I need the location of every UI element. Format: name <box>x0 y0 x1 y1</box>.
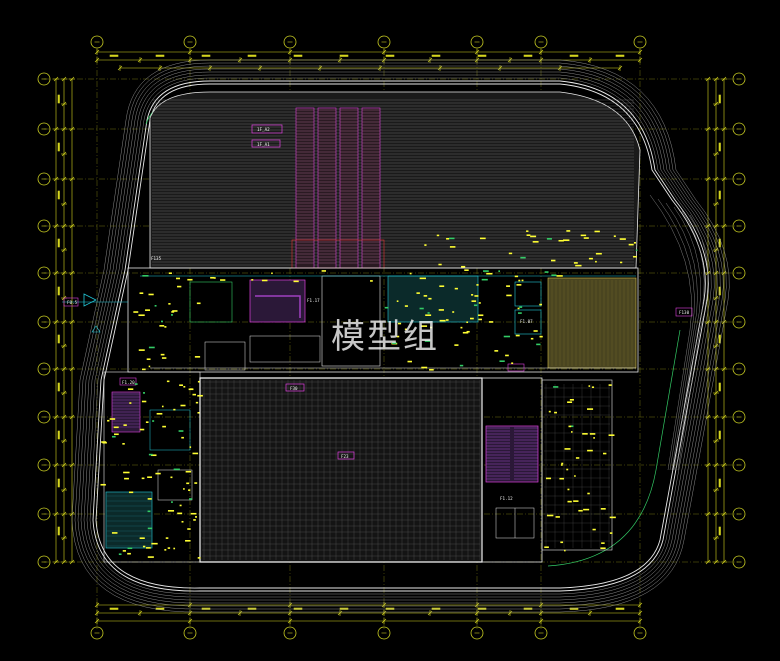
axis-bubble <box>90 626 104 640</box>
axis-bubble <box>37 315 51 329</box>
axis-bubble <box>37 362 51 376</box>
axis-bubble <box>37 172 51 186</box>
room-label-core-left: F1.17 <box>307 298 320 303</box>
axis-bubble <box>90 35 104 49</box>
stair-core-right <box>485 425 539 483</box>
axis-bubble <box>732 458 746 472</box>
axis-bubble <box>470 35 484 49</box>
room-label-right-east: F130 <box>679 310 690 315</box>
axis-bubble <box>732 555 746 569</box>
axis-bubble <box>37 555 51 569</box>
room-label-center-hall-tag: F30 <box>290 386 298 391</box>
hall-tag <box>285 383 305 392</box>
axis-bubble <box>732 315 746 329</box>
room-label-right-room: F1.07 <box>520 319 533 324</box>
axis-bubble <box>534 626 548 640</box>
axis-bubble <box>732 172 746 186</box>
central-stair <box>291 107 385 269</box>
annotation-marks <box>100 230 638 559</box>
hall-tag <box>337 451 355 460</box>
axis-bubble <box>732 362 746 376</box>
right-core <box>481 363 613 563</box>
room-labels: 1F_A21F_A1F135F1.17F30F23F1.12F1.07F130F… <box>67 127 690 501</box>
axis-bubble <box>732 72 746 86</box>
axis-bubble <box>37 410 51 424</box>
axis-bubble <box>37 266 51 280</box>
room-label-center-hall: F23 <box>341 454 349 459</box>
room-tag <box>251 139 281 148</box>
axis-bubble <box>183 35 197 49</box>
facade-outline <box>95 83 706 589</box>
room-tag <box>251 124 283 134</box>
left-block <box>103 371 201 563</box>
axis-bubble <box>732 219 746 233</box>
room-label-top-hall: 1F_A2 <box>257 127 270 132</box>
stair-core-left <box>249 279 306 323</box>
axis-bubble <box>37 507 51 521</box>
middle-band <box>62 267 693 373</box>
axis-bubble <box>377 35 391 49</box>
axis-bubble <box>732 122 746 136</box>
central-hall <box>199 377 483 563</box>
axis-bubble <box>377 626 391 640</box>
room-label-entry-west: F0.5 <box>67 300 78 305</box>
axis-bubble <box>37 458 51 472</box>
axis-bubble <box>37 122 51 136</box>
room-label-top-sub: 1F_A1 <box>257 142 270 147</box>
building-facade <box>71 59 730 613</box>
axis-bubbles <box>37 35 746 640</box>
room-label-left-corridor: F135 <box>151 256 162 261</box>
axis-bubble <box>732 507 746 521</box>
axis-bubble <box>183 626 197 640</box>
axis-bubble <box>470 626 484 640</box>
axis-bubble <box>283 35 297 49</box>
room-label-lower-left: F1.20 <box>122 380 135 385</box>
axis-bubble <box>633 35 647 49</box>
top-hall-hatch <box>149 91 641 269</box>
room-label-right-core: F1.12 <box>500 496 513 501</box>
axis-bubble <box>283 626 297 640</box>
axis-bubble <box>732 266 746 280</box>
axis-bubble <box>633 626 647 640</box>
axis-bubble <box>534 35 548 49</box>
axis-bubble <box>37 72 51 86</box>
axis-bubble <box>732 410 746 424</box>
axis-bubble <box>37 219 51 233</box>
